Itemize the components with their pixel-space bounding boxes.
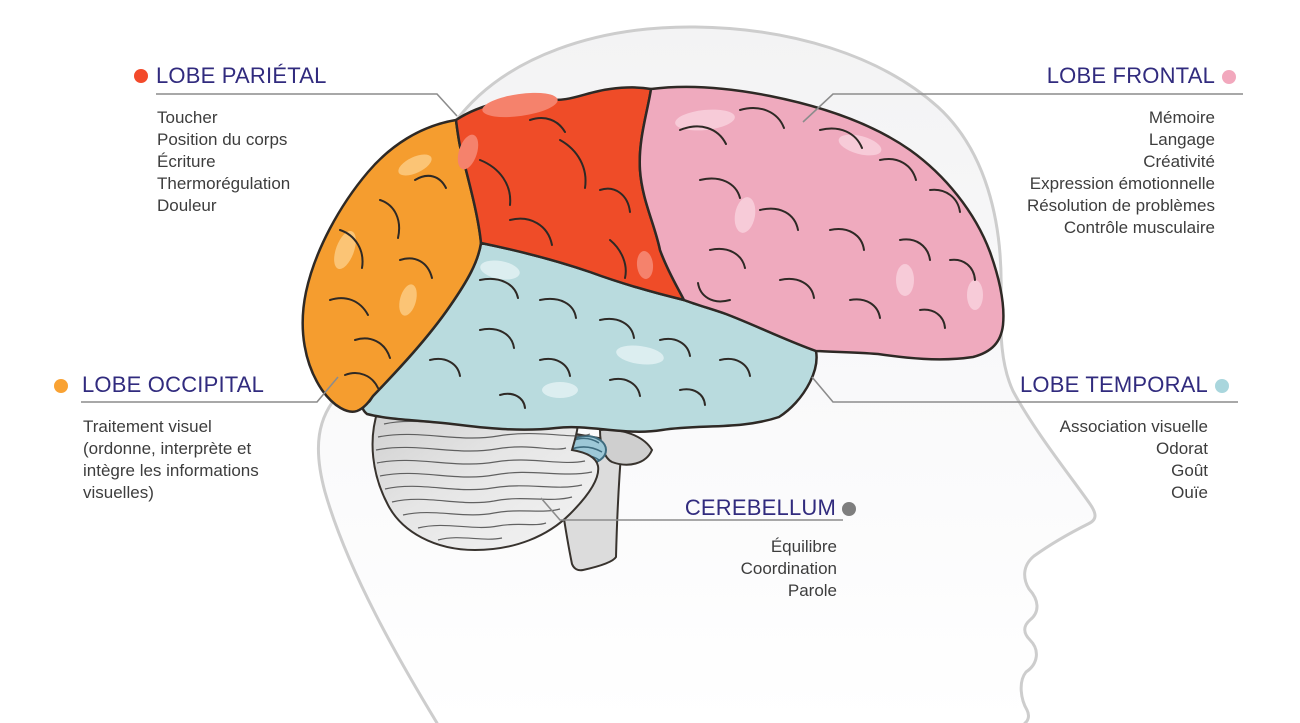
list-item: Coordination [740, 559, 837, 578]
leader-line-cerebellum [540, 497, 843, 521]
cerebellum-functions: Équilibre Coordination Parole [741, 536, 837, 602]
parietal-lobe-title: LOBE PARIÉTAL [156, 63, 327, 88]
list-item: Odorat [1156, 439, 1208, 458]
cerebellum-title: CEREBELLUM [684, 495, 836, 520]
occipital-lobe-title: LOBE OCCIPITAL [82, 372, 265, 397]
list-item: Contrôle musculaire [1063, 218, 1215, 237]
list-item: Goût [1171, 461, 1208, 480]
occipital-lobe-functions: Traitement visuel (ordonne, interprète e… [83, 416, 259, 504]
list-item: Douleur [157, 196, 217, 215]
parietal-bullet-icon [134, 69, 148, 83]
leader-line-frontal [802, 93, 1243, 123]
list-item: Mémoire [1148, 108, 1215, 127]
temporal-bullet-icon [1215, 379, 1229, 393]
occipital-bullet-icon [54, 379, 68, 393]
list-item: Expression émotionnelle [1029, 174, 1215, 193]
list-item: visuelles) [83, 483, 154, 502]
list-item: Écriture [157, 152, 216, 171]
list-item: intègre les informations [83, 461, 259, 480]
frontal-lobe-shape [638, 85, 1005, 361]
list-item: Résolution de problèmes [1026, 196, 1215, 215]
leader-line-parietal [156, 93, 458, 117]
temporal-lobe-functions: Association visuelle Odorat Goût Ouïe [1060, 416, 1208, 504]
list-item: Langage [1148, 130, 1215, 149]
list-item: Traitement visuel [83, 417, 212, 436]
cerebellum-bullet-icon [842, 502, 856, 516]
list-item: Thermorégulation [157, 174, 291, 193]
list-item: (ordonne, interprète et [83, 439, 252, 458]
list-item: Créativité [1143, 152, 1215, 171]
list-item: Équilibre [770, 537, 837, 556]
frontal-lobe-functions: Mémoire Langage Créativité Expression ém… [1027, 107, 1215, 239]
temporal-lobe-title: LOBE TEMPORAL [1019, 372, 1208, 397]
list-item: Parole [787, 581, 837, 600]
gyri-lines [329, 107, 976, 409]
frontal-bullet-icon [1222, 70, 1236, 84]
parietal-lobe-functions: Toucher Position du corps Écriture Therm… [157, 107, 290, 217]
list-item: Toucher [157, 108, 218, 127]
leader-line-temporal [811, 376, 1238, 403]
list-item: Association visuelle [1059, 417, 1208, 436]
frontal-lobe-title: LOBE FRONTAL [1046, 63, 1215, 88]
list-item: Ouïe [1171, 483, 1208, 502]
leader-line-occipital [81, 376, 339, 403]
lobe-highlights [334, 92, 983, 398]
list-item: Position du corps [157, 130, 288, 149]
